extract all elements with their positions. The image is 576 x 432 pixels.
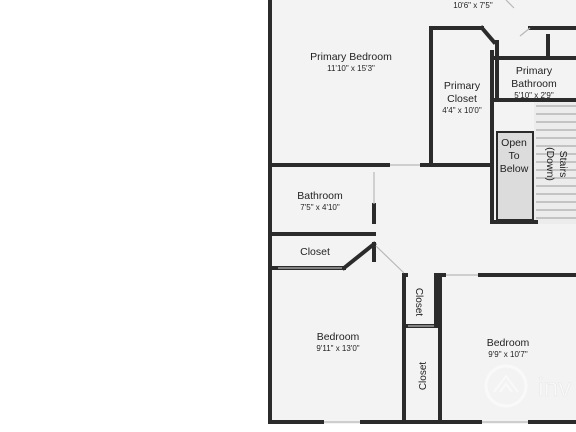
open-to-below-line1: Open xyxy=(501,137,527,149)
stair-treads xyxy=(536,105,576,219)
bedroom-left-name: Bedroom xyxy=(317,331,360,343)
closet-lower-name: Closet xyxy=(418,362,429,391)
primary-bathroom-name-line2: Bathroom xyxy=(511,78,557,90)
primary-bathroom-name-line1: Primary xyxy=(516,65,553,77)
bedroom-left-dimensions: 9'11" x 13'0" xyxy=(316,344,359,353)
stairs-label-line1: Stairs xyxy=(557,151,569,178)
primary-closet-dimensions: 4'4" x 10'0" xyxy=(442,106,482,115)
bathroom-dimensions: 7'5" x 4'10" xyxy=(300,203,340,212)
hall-closet-name: Closet xyxy=(300,246,330,258)
primary-closet-name-line2: Closet xyxy=(447,93,477,105)
bedroom-right-dimensions: 9'9" x 10'7" xyxy=(488,350,528,359)
bedroom-right-name: Bedroom xyxy=(487,337,530,349)
open-to-below-line3: Below xyxy=(500,163,529,175)
door-markers xyxy=(278,0,531,423)
primary-bedroom-name: Primary Bedroom xyxy=(310,51,392,63)
primary-closet-name-line1: Primary xyxy=(444,80,481,92)
watermark-text: inv xyxy=(538,372,571,402)
stairs-label-line2: (Down) xyxy=(544,147,556,181)
bathroom-name: Bathroom xyxy=(297,190,343,202)
closet-upper-name: Closet xyxy=(413,288,424,317)
primary-bedroom-dimensions: 11'10" x 15'3" xyxy=(327,64,375,73)
top-room-dimensions: 10'6" x 7'5" xyxy=(453,1,493,10)
watermark-logo: inv xyxy=(484,364,572,408)
primary-bathroom-dimensions: 5'10" x 2'9" xyxy=(514,91,554,100)
open-to-below-line2: To xyxy=(508,150,519,162)
